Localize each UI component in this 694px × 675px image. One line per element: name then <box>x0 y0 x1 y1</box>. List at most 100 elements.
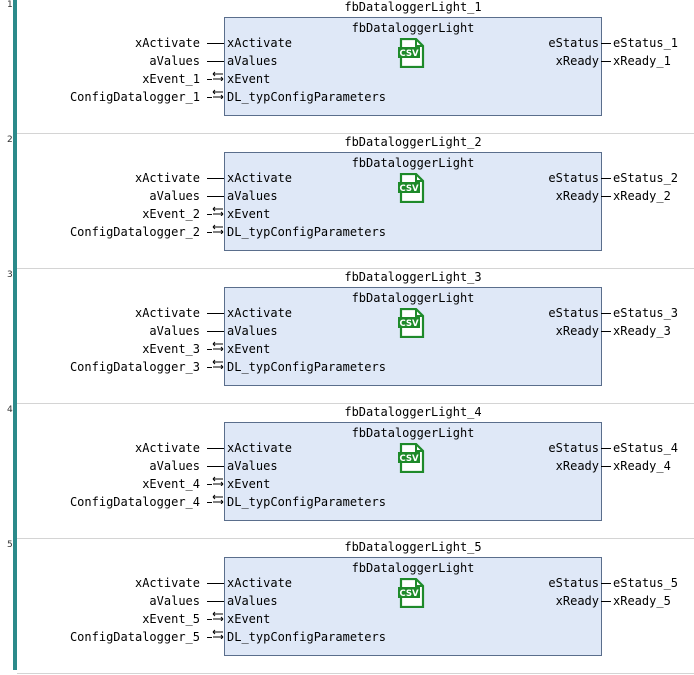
output-pin: eStatus <box>548 171 599 185</box>
input-wire <box>207 331 224 332</box>
inout-arrow-icon <box>212 629 224 639</box>
line-number-gutter <box>0 0 12 670</box>
csv-icon-label: CSV <box>399 454 419 464</box>
instance-name[interactable]: fbDataloggerLight_5 <box>344 540 482 554</box>
output-variable[interactable]: eStatus_4 <box>613 441 679 455</box>
output-variable[interactable]: xReady_2 <box>613 189 671 203</box>
csv-file-icon: CSV <box>398 308 425 338</box>
csv-icon-label: CSV <box>399 184 419 194</box>
csv-file-icon: CSV <box>398 173 425 203</box>
input-variable[interactable]: ConfigDatalogger_5 <box>69 630 200 644</box>
input-pin: xEvent <box>227 207 271 221</box>
input-variable[interactable]: aValues <box>149 594 200 608</box>
output-wire <box>601 331 611 332</box>
input-pin: aValues <box>227 54 278 68</box>
input-pin: xActivate <box>227 171 293 185</box>
input-variable[interactable]: xEvent_2 <box>142 207 200 221</box>
input-pin: xEvent <box>227 612 271 626</box>
output-variable[interactable]: xReady_4 <box>613 459 671 473</box>
network-number: 4 <box>7 405 13 415</box>
input-variable[interactable]: ConfigDatalogger_3 <box>69 360 200 374</box>
input-wire <box>207 178 224 179</box>
output-variable[interactable]: xReady_1 <box>613 54 671 68</box>
function-block[interactable]: fbDataloggerLight CSV <box>224 557 602 656</box>
output-wire <box>601 196 611 197</box>
input-variable[interactable]: xActivate <box>134 576 200 590</box>
input-variable[interactable]: ConfigDatalogger_4 <box>69 495 200 509</box>
block-type-label: fbDataloggerLight <box>351 561 475 575</box>
output-wire <box>601 43 611 44</box>
output-pin: xReady <box>555 324 599 338</box>
output-pin: eStatus <box>548 306 599 320</box>
input-wire <box>207 349 212 350</box>
input-variable[interactable]: xEvent_1 <box>142 72 200 86</box>
inout-arrow-icon <box>212 359 224 369</box>
output-wire <box>601 583 611 584</box>
input-pin: aValues <box>227 189 278 203</box>
output-variable[interactable]: xReady_3 <box>613 324 671 338</box>
input-variable[interactable]: aValues <box>149 459 200 473</box>
network-number: 5 <box>7 540 13 550</box>
inout-arrow-icon <box>212 71 224 81</box>
output-variable[interactable]: eStatus_3 <box>613 306 679 320</box>
output-wire <box>601 61 611 62</box>
input-variable[interactable]: xEvent_5 <box>142 612 200 626</box>
input-variable[interactable]: aValues <box>149 324 200 338</box>
csv-icon-label: CSV <box>399 319 419 329</box>
output-variable[interactable]: eStatus_2 <box>613 171 679 185</box>
network[interactable]: 4 fbDataloggerLight_4 fbDataloggerLight C… <box>0 405 694 540</box>
csv-icon-label: CSV <box>399 589 419 599</box>
csv-icon-label: CSV <box>399 49 419 59</box>
instance-name[interactable]: fbDataloggerLight_2 <box>344 135 482 149</box>
input-wire <box>207 97 212 98</box>
csv-file-icon: CSV <box>398 578 425 608</box>
output-variable[interactable]: eStatus_5 <box>613 576 679 590</box>
input-variable[interactable]: xActivate <box>134 306 200 320</box>
input-variable[interactable]: xActivate <box>134 441 200 455</box>
function-block[interactable]: fbDataloggerLight CSV <box>224 152 602 251</box>
input-variable[interactable]: ConfigDatalogger_2 <box>69 225 200 239</box>
output-variable[interactable]: eStatus_1 <box>613 36 679 50</box>
inout-arrow-icon <box>212 89 224 99</box>
block-type-label: fbDataloggerLight <box>351 21 475 35</box>
output-wire <box>601 178 611 179</box>
network[interactable]: 5 fbDataloggerLight_5 fbDataloggerLight C… <box>0 540 694 675</box>
function-block[interactable]: fbDataloggerLight CSV <box>224 422 602 521</box>
input-wire <box>207 502 212 503</box>
instance-name[interactable]: fbDataloggerLight_1 <box>344 0 482 14</box>
function-block[interactable]: fbDataloggerLight CSV <box>224 17 602 116</box>
input-pin: xEvent <box>227 342 271 356</box>
input-wire <box>207 637 212 638</box>
input-variable[interactable]: xActivate <box>134 36 200 50</box>
instance-name[interactable]: fbDataloggerLight_4 <box>344 405 482 419</box>
inout-arrow-icon <box>212 224 224 234</box>
input-pin: xActivate <box>227 576 293 590</box>
input-pin: DL_typConfigParameters <box>227 225 386 239</box>
input-variable[interactable]: xActivate <box>134 171 200 185</box>
network-number: 1 <box>7 0 13 10</box>
input-variable[interactable]: aValues <box>149 54 200 68</box>
output-pin: xReady <box>555 189 599 203</box>
network-separator <box>17 268 694 269</box>
output-pin: xReady <box>555 594 599 608</box>
output-variable[interactable]: xReady_5 <box>613 594 671 608</box>
inout-arrow-icon <box>212 611 224 621</box>
input-variable[interactable]: xEvent_3 <box>142 342 200 356</box>
input-wire <box>207 583 224 584</box>
input-variable[interactable]: aValues <box>149 189 200 203</box>
input-wire <box>207 43 224 44</box>
block-type-label: fbDataloggerLight <box>351 426 475 440</box>
input-variable[interactable]: xEvent_4 <box>142 477 200 491</box>
input-wire <box>207 367 212 368</box>
input-variable[interactable]: ConfigDatalogger_1 <box>69 90 200 104</box>
network-marker-bar <box>13 0 17 670</box>
input-wire <box>207 619 212 620</box>
function-block[interactable]: fbDataloggerLight CSV <box>224 287 602 386</box>
instance-name[interactable]: fbDataloggerLight_3 <box>344 270 482 284</box>
output-pin: eStatus <box>548 576 599 590</box>
output-pin: xReady <box>555 54 599 68</box>
network[interactable]: 1 fbDataloggerLight_1 fbDataloggerLight C… <box>0 0 694 135</box>
input-wire <box>207 232 212 233</box>
